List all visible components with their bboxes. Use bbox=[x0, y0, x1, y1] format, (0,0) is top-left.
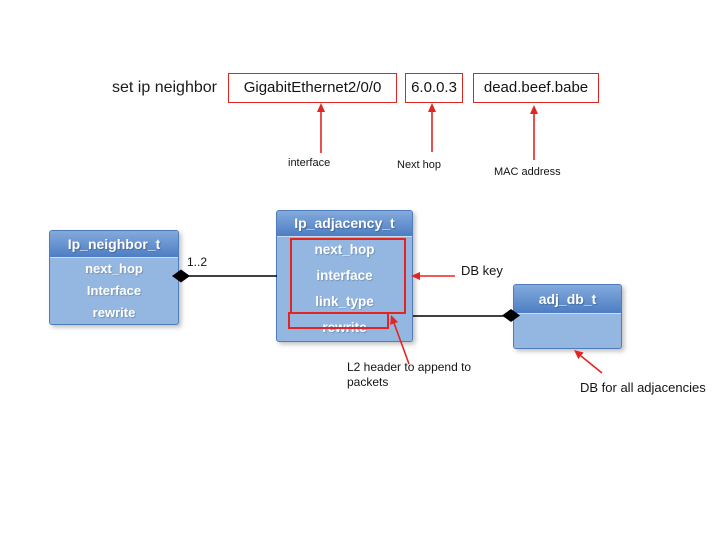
db-all-arrow-line bbox=[580, 355, 603, 374]
field-next-hop: next_hop bbox=[314, 242, 375, 257]
next-hop-annotation-label: Next hop bbox=[397, 159, 442, 171]
field-interface: interface bbox=[316, 268, 373, 283]
interface-arrowhead-icon bbox=[317, 103, 325, 112]
field-next-hop: next_hop bbox=[85, 261, 143, 276]
next-hop-arrowhead-icon bbox=[428, 103, 436, 112]
field-interface: Interface bbox=[86, 283, 142, 298]
class-title-ip-adjacency-t: Ip_adjacency_t bbox=[277, 211, 412, 237]
rewrite-highlight-rect bbox=[288, 312, 389, 329]
command-arg-nexthop-box: 6.0.0.3 bbox=[405, 73, 463, 103]
l2-header-annotation-label: L2 header to append to packets bbox=[347, 360, 472, 389]
interface-annotation-label: interface bbox=[288, 157, 331, 169]
mac-address-arrowhead-icon bbox=[530, 105, 538, 114]
command-text: set ip neighbor bbox=[112, 79, 217, 96]
field-rewrite: rewrite bbox=[92, 305, 136, 320]
command-arg-mac-box: dead.beef.babe bbox=[473, 73, 599, 103]
class-box-adj-db-t: adj_db_t bbox=[513, 284, 622, 349]
mac-address-annotation-label: MAC address bbox=[494, 166, 561, 178]
class-box-ip-neighbor-t: Ip_neighbor_t next_hop Interface rewrite bbox=[49, 230, 179, 325]
db-key-annotation-label: DB key bbox=[461, 263, 503, 278]
db-all-adjacencies-annotation-label: DB for all adjacencies bbox=[580, 380, 706, 395]
class-title-adj-db-t: adj_db_t bbox=[514, 285, 621, 314]
command-arg-interface-box: GigabitEthernet2/0/0 bbox=[228, 73, 397, 103]
class-box-ip-adjacency-t: Ip_adjacency_t next_hop interface link_t… bbox=[276, 210, 413, 342]
field-link-type: link_type bbox=[315, 294, 374, 309]
db-key-highlight-rect bbox=[290, 238, 406, 314]
db-all-arrowhead-icon bbox=[574, 350, 584, 359]
class-title-ip-neighbor-t: Ip_neighbor_t bbox=[50, 231, 178, 258]
multiplicity-label: 1..2 bbox=[187, 255, 208, 269]
